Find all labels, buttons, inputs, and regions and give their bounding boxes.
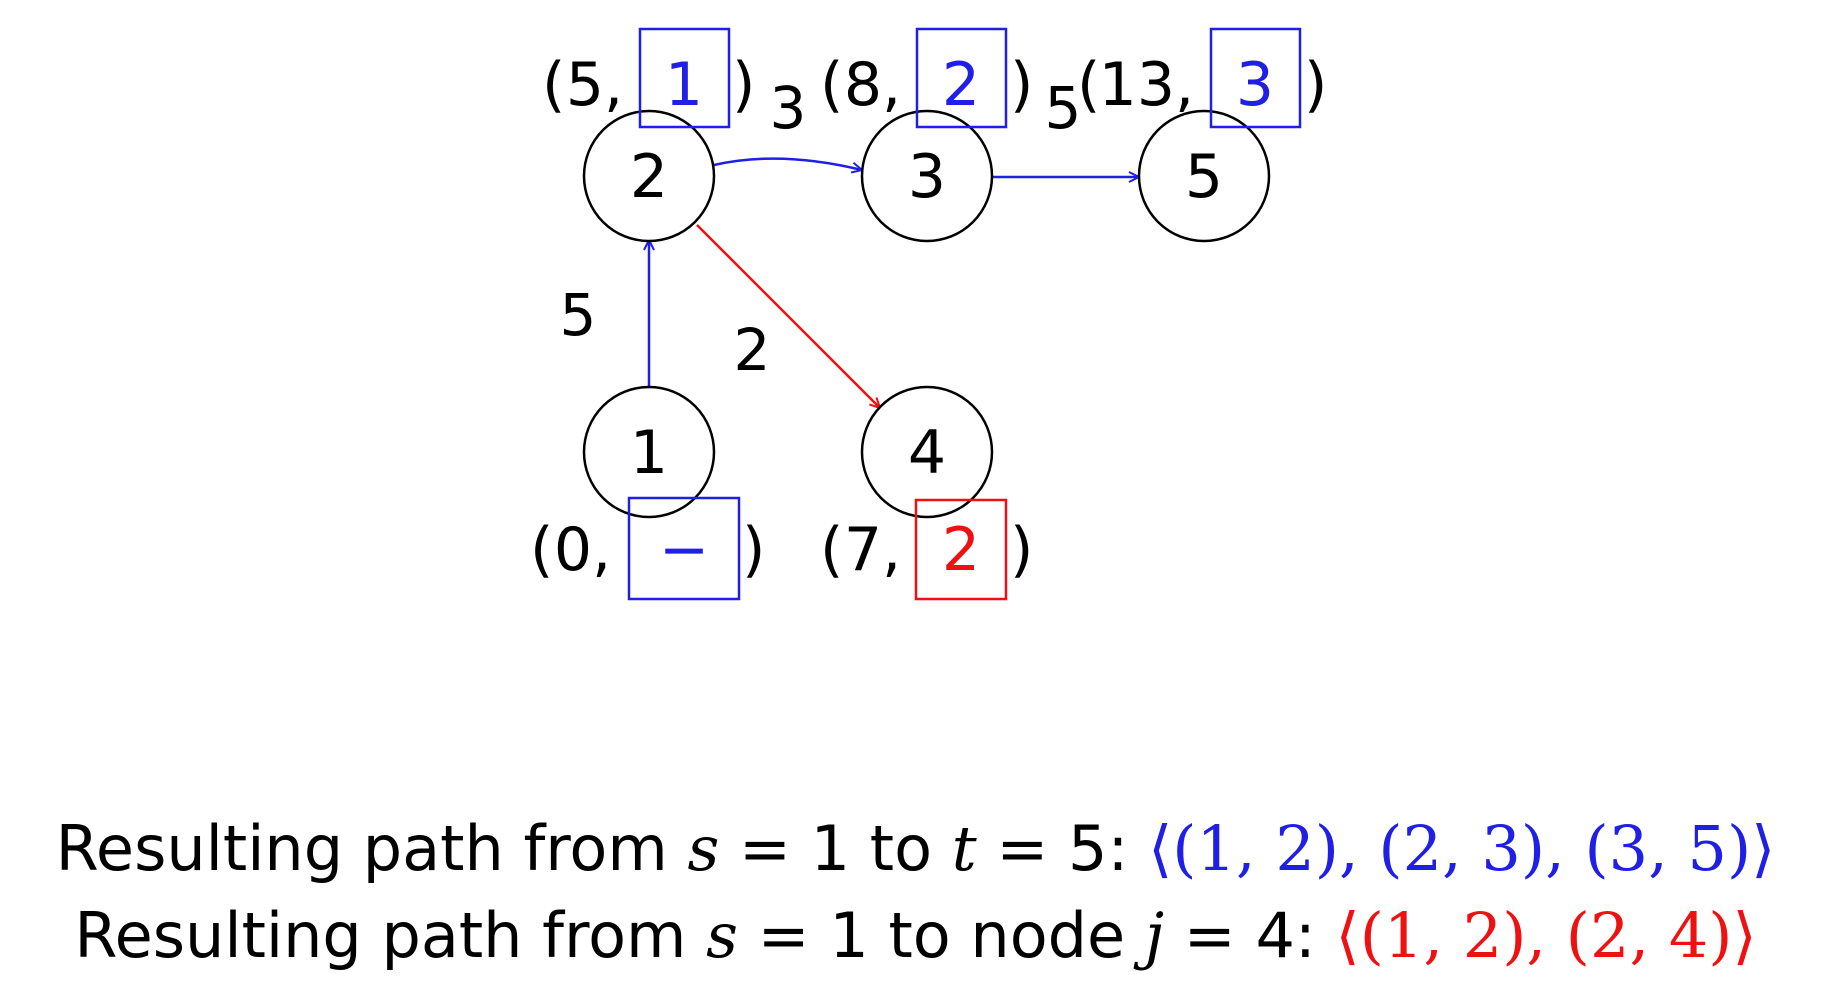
edge-2-3-weight: 3 bbox=[770, 74, 807, 142]
node-4-annotation: ( 7 , 2 ) bbox=[820, 498, 1033, 601]
result-j-j-var: j bbox=[1144, 899, 1165, 972]
node-4-pred-box bbox=[914, 498, 1008, 601]
node-4-pred: 2 bbox=[942, 515, 980, 585]
result-t-s-var: s bbox=[687, 812, 720, 885]
node-3-pred: 2 bbox=[942, 50, 980, 120]
svg-text:,: , bbox=[592, 515, 611, 585]
edge-2-4 bbox=[696, 224, 880, 408]
svg-text:(: ( bbox=[542, 50, 565, 120]
edge-2-3 bbox=[713, 157, 862, 170]
node-1-pred-box bbox=[627, 496, 741, 601]
node-5-pred: 3 bbox=[1236, 50, 1274, 120]
svg-text:): ) bbox=[1010, 515, 1033, 585]
svg-text:,: , bbox=[604, 50, 623, 120]
node-2: 2 bbox=[582, 109, 716, 243]
node-5-label: 5 bbox=[1185, 142, 1223, 212]
node-4-label: 4 bbox=[908, 418, 946, 488]
svg-text:): ) bbox=[732, 50, 755, 120]
node-3-dist: 8 bbox=[844, 50, 882, 120]
node-1-annotation: ( 0 , − ) bbox=[530, 496, 765, 601]
svg-text:,: , bbox=[882, 50, 901, 120]
result-j-s-eq: = 1 to node bbox=[737, 899, 1145, 972]
node-4-dist: 7 bbox=[844, 515, 882, 585]
svg-text:(: ( bbox=[820, 515, 843, 585]
svg-text:,: , bbox=[882, 515, 901, 585]
result-t-t-eq: = 5: bbox=[976, 812, 1149, 885]
svg-text:(: ( bbox=[820, 50, 843, 120]
node-3-pred-box bbox=[915, 27, 1008, 129]
result-j-path: ⟨(1, 2), (2, 4)⟩ bbox=[1335, 899, 1757, 972]
node-1: 1 bbox=[582, 385, 716, 519]
edge-3-5-weight: 5 bbox=[1045, 74, 1082, 142]
result-j-s-var: s bbox=[706, 899, 738, 972]
node-1-dist: 0 bbox=[554, 515, 592, 585]
node-5: 5 bbox=[1137, 109, 1271, 243]
node-5-pred-box bbox=[1209, 27, 1302, 129]
svg-text:): ) bbox=[742, 515, 765, 585]
result-j-j-eq: = 4: bbox=[1164, 899, 1336, 972]
edge-1-2-weight: 5 bbox=[560, 281, 597, 349]
result-t-prefix: Resulting path from bbox=[55, 812, 688, 885]
node-2-label: 2 bbox=[630, 142, 668, 212]
node-3-annotation: ( 8 , 2 ) bbox=[820, 27, 1033, 129]
node-1-pred: − bbox=[659, 515, 709, 585]
result-t-t-var: t bbox=[951, 812, 977, 885]
svg-text:,: , bbox=[1175, 50, 1194, 120]
node-1-label: 1 bbox=[630, 418, 668, 488]
node-5-dist: 13 bbox=[1099, 50, 1175, 120]
node-4: 4 bbox=[860, 385, 994, 519]
node-2-annotation: ( 5 , 1 ) bbox=[542, 27, 755, 129]
node-2-dist: 5 bbox=[566, 50, 604, 120]
result-t-s-eq: = 1 to bbox=[719, 812, 952, 885]
result-j-prefix: Resulting path from bbox=[74, 899, 707, 972]
node-5-annotation: ( 13 , 3 ) bbox=[1077, 27, 1327, 129]
node-3: 3 bbox=[860, 109, 994, 243]
edge-2-4-weight: 2 bbox=[734, 316, 771, 384]
svg-text:): ) bbox=[1304, 50, 1327, 120]
node-3-label: 3 bbox=[908, 142, 946, 212]
svg-text:(: ( bbox=[530, 515, 553, 585]
svg-text:(: ( bbox=[1077, 50, 1100, 120]
svg-text:): ) bbox=[1010, 50, 1033, 120]
node-2-pred-box bbox=[638, 27, 731, 129]
result-t-path: ⟨(1, 2), (2, 3), (3, 5)⟩ bbox=[1148, 812, 1776, 885]
result-path-to-j: Resulting path from s = 1 to node j = 4:… bbox=[0, 905, 1831, 967]
result-path-to-t: Resulting path from s = 1 to t = 5: ⟨(1,… bbox=[0, 818, 1831, 880]
node-2-pred: 1 bbox=[665, 50, 703, 120]
